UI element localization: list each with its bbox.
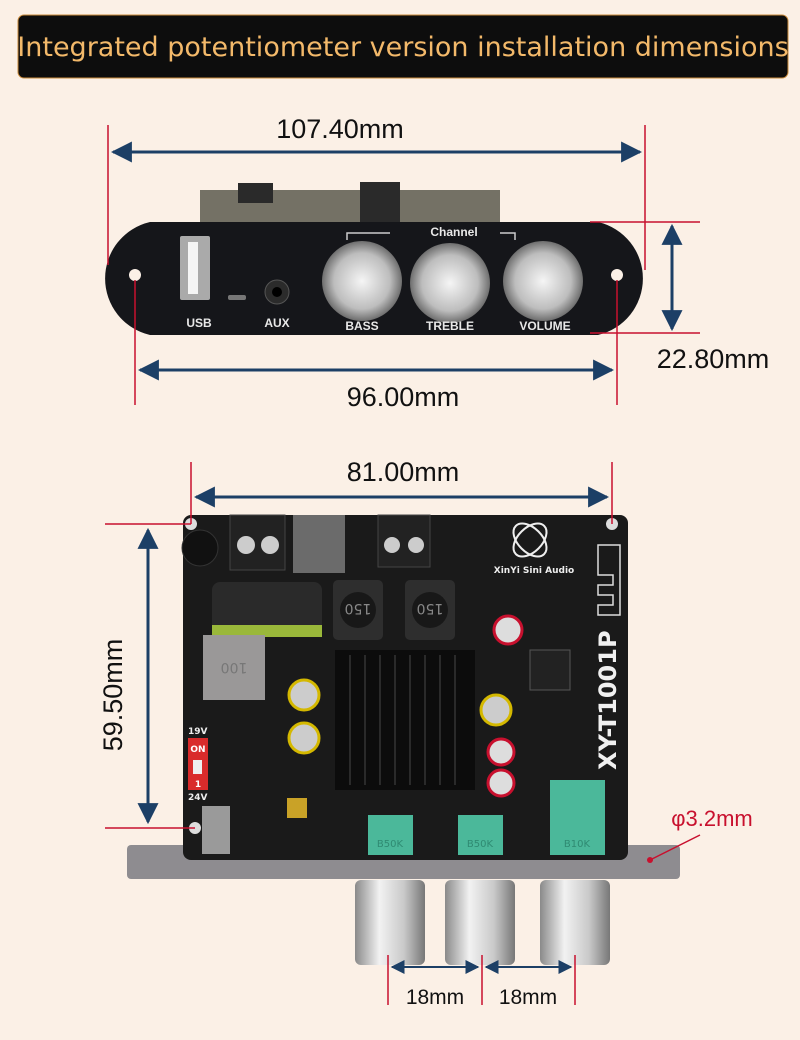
mounting-hole-left (129, 269, 141, 281)
heatsink (335, 650, 475, 790)
panel-height-dim: 22.80mm (657, 344, 770, 374)
channel-label: Channel (430, 225, 477, 239)
potentiometer: B50K (458, 815, 503, 855)
board-guides (105, 462, 701, 1005)
chip (529, 649, 571, 691)
switch-pos-label: 1 (195, 780, 201, 790)
switch-19v-label: 19V (188, 727, 208, 737)
model-text: XY-T1001P (594, 630, 622, 770)
usb-label: USB (186, 316, 212, 330)
treble-knob[interactable] (410, 243, 490, 323)
svg-text:B10K: B10K (564, 839, 591, 850)
treble-label: TREBLE (426, 319, 474, 333)
knob-spacing-dim: 18mm (406, 986, 464, 1009)
board-arrows (137, 486, 610, 974)
switch-24v-label: 24V (188, 793, 208, 803)
board-height-dim: 59.50mm (98, 639, 128, 752)
bass-label: BASS (345, 319, 378, 333)
power-jack (202, 806, 230, 854)
svg-text:B50K: B50K (377, 839, 404, 850)
aux-label: AUX (264, 316, 289, 330)
knob-spacing-dim: 18mm (499, 986, 557, 1009)
front-panel-guides (107, 125, 700, 405)
svg-text:B50K: B50K (467, 839, 494, 850)
hole-spacing-dim: 96.00mm (347, 382, 460, 412)
board-view: 150 150 100 XinYi Sini Audio XY-T1001P 1… (127, 514, 680, 965)
inductor-label: 150 (345, 600, 372, 616)
board-width-dim: 81.00mm (347, 457, 460, 487)
volume-knob[interactable] (503, 241, 583, 321)
front-panel-view: USB AUX Channel BASS TREBLE VOLUME (105, 182, 643, 335)
treble-knob-side[interactable] (445, 880, 515, 965)
volume-label: VOLUME (519, 319, 570, 333)
mounting-hole-right (611, 269, 623, 281)
bass-knob-side[interactable] (355, 880, 425, 965)
potentiometer: B50K (368, 815, 413, 855)
switch-on-label: ON (190, 745, 205, 755)
antenna-trace (597, 544, 621, 616)
brand-text: XinYi Sini Audio (494, 566, 574, 576)
dip-switch[interactable]: ON 1 (188, 738, 208, 790)
volume-knob-side[interactable] (540, 880, 610, 965)
hole-diameter-dim: φ3.2mm (671, 806, 753, 831)
potentiometer: B10K (550, 780, 605, 855)
led-indicator (228, 295, 246, 300)
inductor-label: 100 (221, 659, 248, 675)
title-text: Integrated potentiometer version install… (17, 32, 788, 63)
title-banner: Integrated potentiometer version install… (17, 14, 789, 79)
front-panel-arrows (110, 141, 683, 381)
panel-width-dim: 107.40mm (276, 114, 404, 144)
bass-knob[interactable] (322, 241, 402, 321)
brand-logo (512, 522, 548, 558)
inductor-label: 150 (417, 600, 444, 616)
